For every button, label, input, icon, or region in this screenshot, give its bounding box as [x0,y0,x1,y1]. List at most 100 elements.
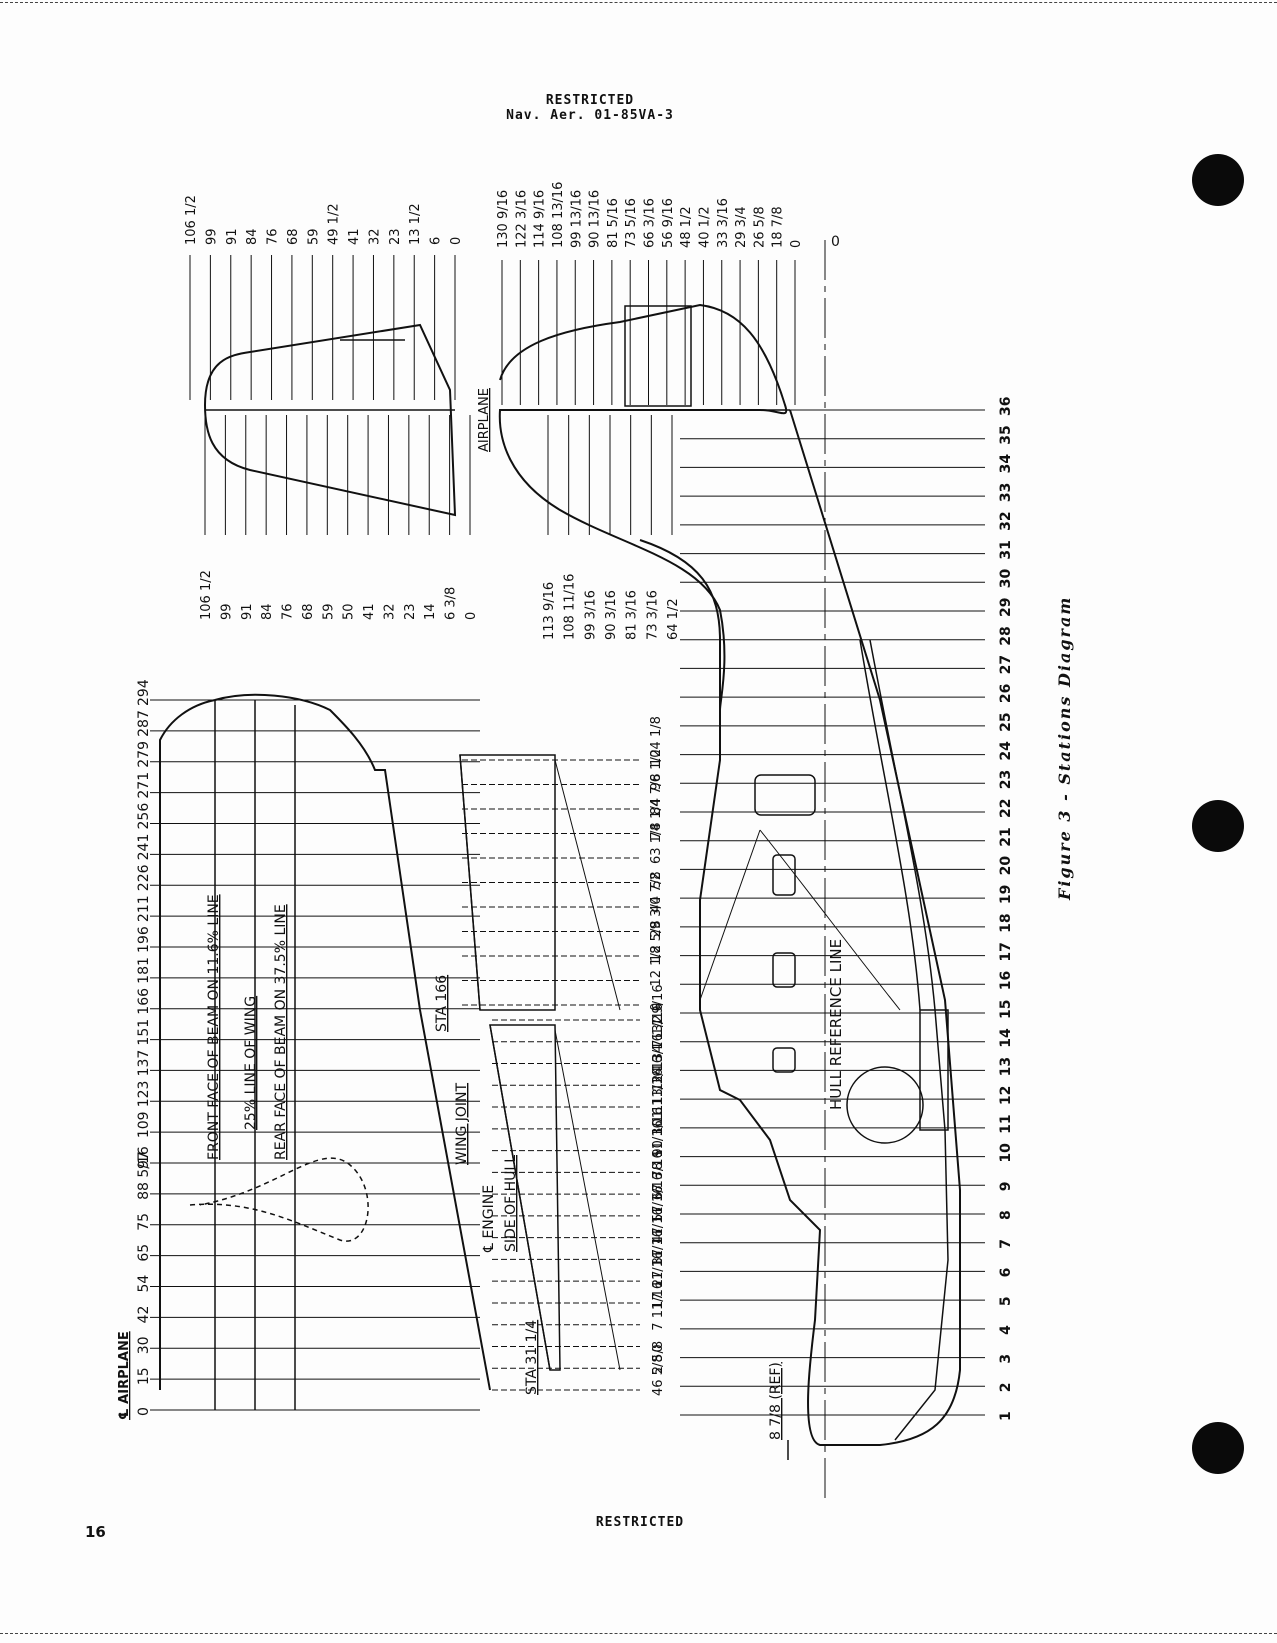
vtail-lower-station-label: 73 3/16 [645,590,660,640]
hull-station-label: 20 [998,856,1014,876]
wing-station-label: 123 [136,1081,152,1108]
hull-station-label: 10 [998,1143,1014,1163]
reference-dimension-label: 8 7/8 (REF) [768,1362,784,1440]
hull-station-label: 11 [998,1114,1014,1133]
document-number: Nav. Aer. 01-85VA-3 [506,108,674,123]
hull-station-label: 22 [998,799,1014,818]
wing-station-lines [150,699,480,1411]
aileron-station-label: 74 1/4 [649,798,664,840]
hull-station-label: 12 [998,1086,1014,1105]
wing-station-label: 241 [136,834,152,861]
hull-station-label: 9 [998,1182,1014,1192]
tail-lower-station-label: 41 [362,603,377,620]
wing-plan-view: 2942872792712562412262111961811661511371… [136,679,491,1416]
bottom-page-edge [0,1633,1277,1634]
vtail-upper-station-label: 33 3/16 [716,198,731,248]
flap-station-label: 27 11/16 [651,1229,666,1287]
vtail-upper-station-label: 18 7/8 [771,206,786,248]
aileron-flap-station-lines [462,759,640,1391]
vtail-lower-station-label: 64 1/2 [666,598,681,640]
hull-reference-line-label: HULL REFERENCE LINE [827,939,845,1110]
vtail-upper-station-label: 48 1/2 [679,206,694,248]
tail-lower-station-label: 76 [281,603,296,620]
flap-station-label: 134 13/16 [651,1003,666,1069]
tail-upper-station-label: 84 [245,228,260,245]
wing-station-label: 54 [136,1275,152,1293]
tail-lower-station-label: 91 [240,603,255,620]
quarter-line-label: 25% LINE OF WING [243,996,259,1130]
vtail-lower-station-label: 108 11/16 [563,574,578,640]
wing-station-label: 65 [136,1244,152,1262]
airplane-centerline-label: ℄ AIRPLANE [117,1331,132,1420]
wing-station-label: 279 [136,741,152,768]
vtail-upper-station-label: 130 9/16 [496,190,511,248]
vtail-upper-station-label: 108 13/16 [551,182,566,248]
flap-station-label: 37 11/16 [651,1207,666,1265]
hull-station-label: 21 [998,827,1014,846]
hull-station-label: 13 [998,1057,1014,1076]
hull-station-label: 8 [998,1210,1014,1220]
flap-station-label: 7 11/16 [651,1281,666,1331]
vtail-upper-station-label: 66 3/16 [643,198,658,248]
tail-upper-station-label: 23 [388,228,403,245]
tail-upper-station-label: 91 [225,228,240,245]
aileron-station-label: 96 1/2 [649,749,664,791]
hull-side-view: 3635343332313029282726252423222120191817… [639,240,1014,1500]
hull-station-label: 24 [998,741,1014,761]
sta-166-label: STA 166 [434,975,450,1032]
tail-lower-station-label: 6 3/8 [444,587,459,620]
hull-station-label: 16 [998,971,1014,990]
tail-upper-station-label: 0 [449,237,464,245]
tail-lower-station-label: 14 [423,603,438,620]
flap-station-label: 124 3/16 [651,1033,666,1091]
flap-station-label: 17 11/16 [651,1251,666,1309]
vtail-lower-station-label: 90 3/16 [604,590,619,640]
flap-station-label: 7 1/2 [651,1014,666,1047]
figure-caption: Figure 3 - Stations Diagram [1055,595,1074,900]
flap-station-label: 90 3/16 [651,1107,666,1157]
hull-station-label: 23 [998,770,1014,789]
flap-station-label: 2 5/8 [651,1341,666,1374]
vtail-lower-station-label: 99 3/16 [583,590,598,640]
tail-lower-station-label: 106 1/2 [199,570,214,620]
side-of-hull-label: SIDE OF HULL [503,1155,519,1252]
tail-upper-station-label: 49 1/2 [327,203,342,245]
vtail-upper-station-label: 114 9/16 [533,190,548,248]
hull-station-label: 34 [998,454,1014,474]
wing-station-label: 137 [136,1050,152,1077]
hull-station-label: 7 [998,1239,1014,1249]
sta-31-label: STA 31 1/4 [524,1320,540,1395]
page-number: 16 [85,1523,106,1541]
binder-hole-middle [1192,800,1244,852]
airplane-tail-label: AIRPLANE [477,388,492,452]
tail-lower-station-label: 23 [403,603,418,620]
tail-upper-station-label: 99 [204,228,219,245]
tail-lower-station-label: 99 [219,603,234,620]
wing-station-label: 211 [136,895,152,922]
vtail-upper-station-label: 26 5/8 [752,206,767,248]
flap-station-label: 47 11/16 [651,1186,666,1244]
wing-station-label: 271 [136,772,152,799]
hull-station-label: 2 [998,1383,1014,1393]
aileron-station-label: 12 1/2 [649,945,664,987]
hull-reference-zero: 0 [831,234,840,250]
wing-station-label: 181 [136,957,152,984]
hull-station-label: 30 [998,569,1014,589]
vtail-lower-station-label: 113 9/16 [542,582,557,640]
wing-station-labels: 2942872792712562412262111961811661511371… [136,679,152,1416]
annotation-labels: ℄ AIRPLANE AIRPLANE FRONT FACE OF BEAM O… [117,234,845,1460]
hull-station-label: 32 [998,511,1014,530]
tail-upper-station-label: 59 [306,228,321,245]
wing-station-label: 15 [136,1367,152,1385]
tail-upper-station-label: 6 [429,237,444,245]
hull-station-lines [680,409,985,1416]
hull-station-label: 29 [998,598,1014,617]
vtail-lower-station-label: 81 3/16 [625,590,640,640]
wing-station-label: 256 [136,803,152,830]
hull-station-label: 28 [998,626,1014,645]
